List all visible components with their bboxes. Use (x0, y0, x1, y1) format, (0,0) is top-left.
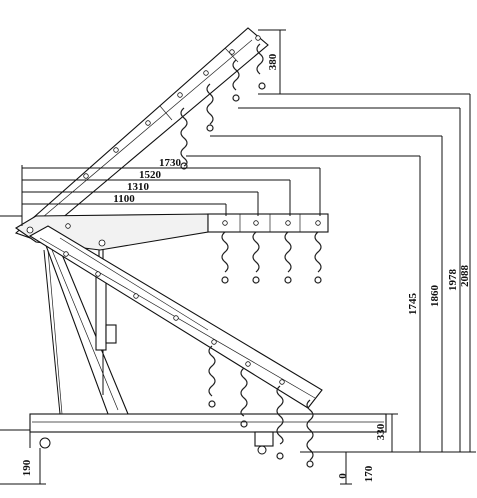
dim-1745: 1745 (407, 293, 419, 316)
horizontal-dimension-lines (0, 165, 321, 226)
dim-1310: 1310 (127, 181, 150, 193)
chains-upper-boom (180, 43, 266, 170)
dim-330: 330 (375, 423, 387, 440)
dim-1860: 1860 (429, 285, 441, 308)
dim-1520: 1520 (139, 169, 162, 181)
chains-lower-boom (208, 345, 314, 468)
dim-2088: 2088 (459, 265, 471, 288)
vertical-dimension-lines (0, 29, 476, 485)
crane-base (0, 413, 387, 455)
dim-1978: 1978 (447, 269, 459, 292)
dim-0: 0 (337, 473, 349, 479)
front-wheel (39, 437, 51, 449)
dim-170: 170 (363, 465, 375, 482)
dim-190: 190 (21, 459, 33, 476)
boom-upper (14, 27, 269, 241)
dim-380: 380 (267, 53, 279, 70)
dim-1100: 1100 (113, 193, 135, 205)
boom-lower (28, 225, 323, 409)
dim-1730: 1730 (159, 157, 182, 169)
chains-horizontal-boom (221, 231, 322, 284)
